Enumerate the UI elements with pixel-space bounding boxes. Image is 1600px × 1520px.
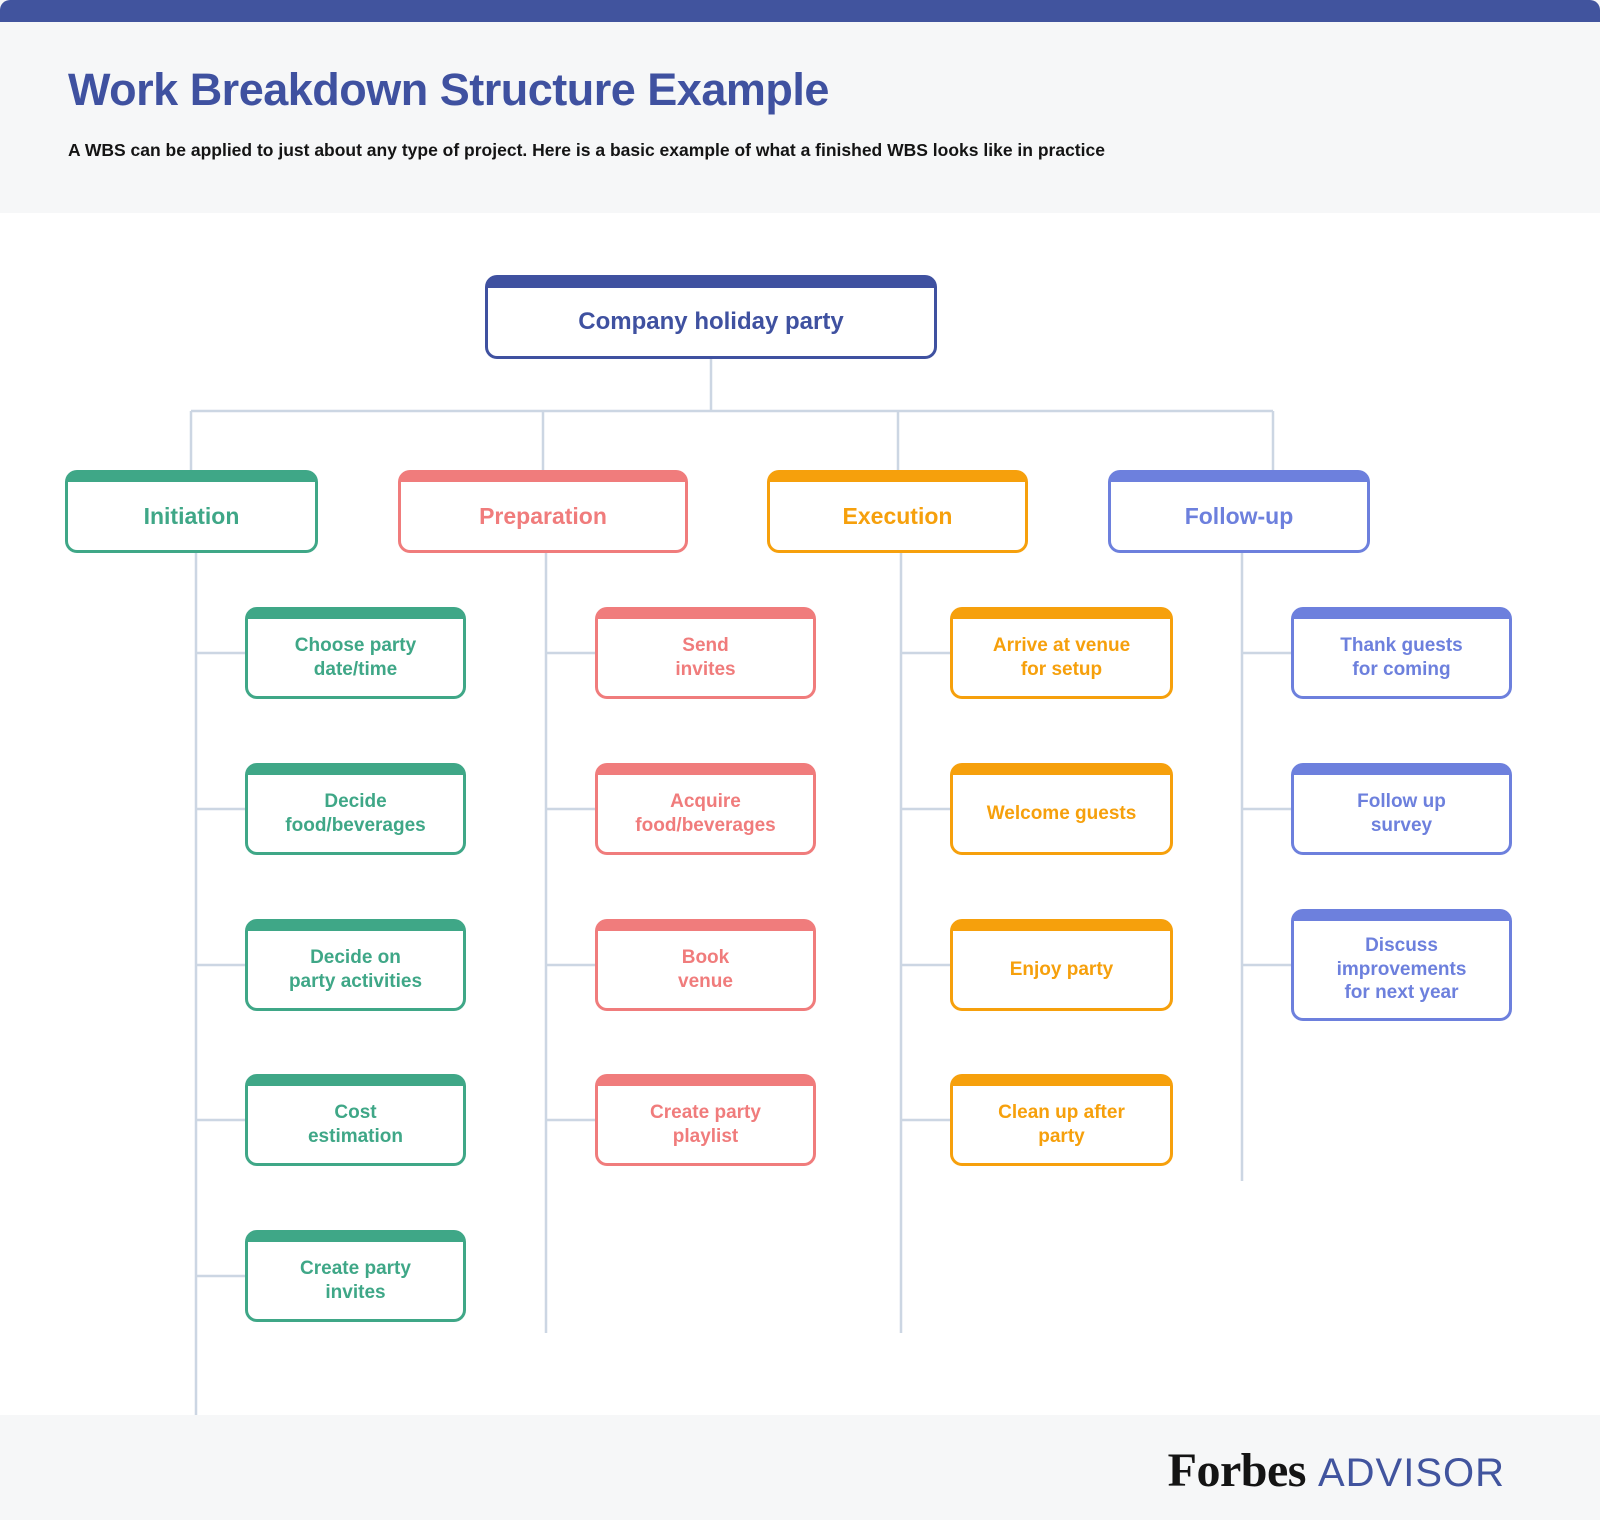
page-title: Work Breakdown Structure Example bbox=[68, 64, 829, 115]
node-task-enjoy-party[interactable]: Enjoy party bbox=[950, 919, 1173, 1011]
connector-lines bbox=[189, 359, 1292, 1415]
node-task-decide-food-beverages[interactable]: Decide food/beverages bbox=[245, 763, 466, 855]
node-task-discuss-improvements-for-next-year[interactable]: Discuss improvements for next year bbox=[1291, 909, 1512, 1021]
brand-forbes-text: Forbes bbox=[1167, 1444, 1307, 1497]
node-task-create-party-invites[interactable]: Create party invites bbox=[245, 1230, 466, 1322]
node-task-cost-estimation[interactable]: Cost estimation bbox=[245, 1074, 466, 1166]
node-category-preparation[interactable]: Preparation bbox=[398, 470, 688, 553]
node-task-thank-guests-for-coming[interactable]: Thank guests for coming bbox=[1291, 607, 1512, 699]
diagram-canvas: Company holiday party Initiation Choose … bbox=[0, 213, 1600, 1415]
node-task-arrive-at-venue-for-setup[interactable]: Arrive at venue for setup bbox=[950, 607, 1173, 699]
node-category-follow-up[interactable]: Follow-up bbox=[1108, 470, 1370, 553]
footer: Forbes ADVISOR bbox=[0, 1415, 1600, 1520]
node-task-follow-up-survey[interactable]: Follow up survey bbox=[1291, 763, 1512, 855]
page-subtitle: A WBS can be applied to just about any t… bbox=[68, 140, 1105, 160]
node-category-initiation[interactable]: Initiation bbox=[65, 470, 318, 553]
header: Work Breakdown Structure Example A WBS c… bbox=[0, 22, 1600, 213]
node-task-acquire-food-beverages[interactable]: Acquire food/beverages bbox=[595, 763, 816, 855]
node-task-decide-party-activities[interactable]: Decide on party activities bbox=[245, 919, 466, 1011]
node-task-clean-up-after-party[interactable]: Clean up after party bbox=[950, 1074, 1173, 1166]
node-task-create-party-playlist[interactable]: Create party playlist bbox=[595, 1074, 816, 1166]
node-category-execution[interactable]: Execution bbox=[767, 470, 1028, 553]
node-root[interactable]: Company holiday party bbox=[485, 275, 937, 359]
forbes-advisor-logo: Forbes ADVISOR bbox=[1168, 1443, 1505, 1498]
top-accent-bar bbox=[0, 0, 1600, 23]
node-task-send-invites[interactable]: Send invites bbox=[595, 607, 816, 699]
node-task-welcome-guests[interactable]: Welcome guests bbox=[950, 763, 1173, 855]
node-task-choose-party-date-time[interactable]: Choose party date/time bbox=[245, 607, 466, 699]
brand-advisor-text: ADVISOR bbox=[1317, 1451, 1505, 1495]
node-task-book-venue[interactable]: Book venue bbox=[595, 919, 816, 1011]
